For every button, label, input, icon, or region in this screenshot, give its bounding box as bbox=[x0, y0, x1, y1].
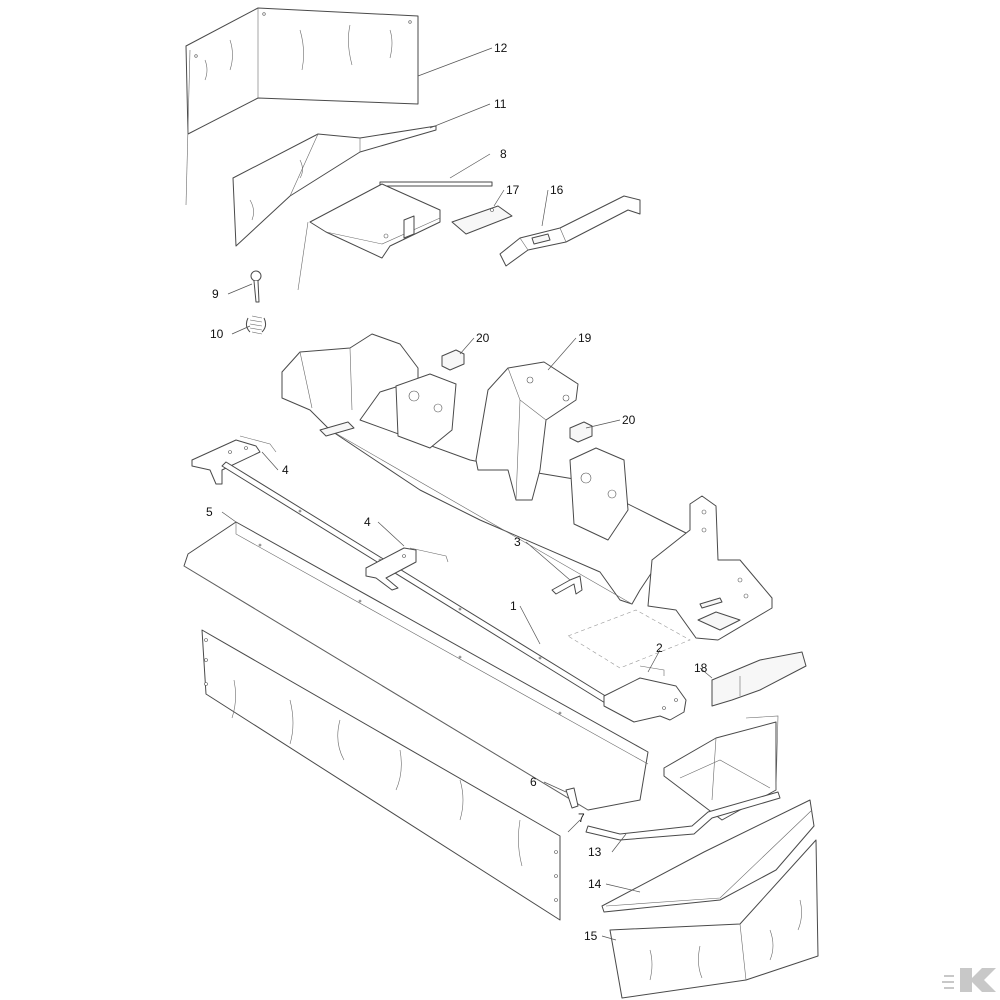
callout-20-upper: 20 bbox=[476, 331, 490, 345]
part-4-bracket-left bbox=[191, 435, 277, 485]
callout-3: 3 bbox=[514, 535, 521, 549]
mount-bracket bbox=[297, 183, 441, 291]
callout-1: 1 bbox=[510, 599, 517, 613]
part-20-block-upper bbox=[441, 349, 465, 371]
callout-16: 16 bbox=[550, 183, 564, 197]
kramp-k-logo-icon bbox=[942, 968, 996, 992]
callout-12: 12 bbox=[494, 41, 508, 55]
callout-7: 7 bbox=[578, 811, 585, 825]
part-10-spring bbox=[245, 315, 267, 335]
part-12-rear-shield bbox=[185, 7, 419, 206]
callout-2: 2 bbox=[656, 641, 663, 655]
callout-15: 15 bbox=[584, 929, 598, 943]
callout-13: 13 bbox=[588, 845, 602, 859]
part-13-support-frame bbox=[585, 715, 781, 841]
part-16-bracket bbox=[499, 195, 641, 267]
part-7-front-flap bbox=[201, 629, 561, 921]
callout-6: 6 bbox=[530, 775, 537, 789]
callout-20-lower: 20 bbox=[622, 413, 636, 427]
part-15-skirt bbox=[609, 839, 819, 999]
callout-4-middle: 4 bbox=[364, 515, 371, 529]
part-3-bracket bbox=[551, 575, 583, 595]
part-11-guard-plate bbox=[232, 125, 437, 247]
part-14-deflector bbox=[601, 799, 815, 913]
part-20-block-lower bbox=[569, 421, 593, 443]
part-17-plate bbox=[451, 205, 513, 235]
part-18-tip bbox=[711, 651, 807, 707]
leader-lines bbox=[221, 47, 713, 941]
part-6-clip bbox=[565, 787, 579, 809]
part-8-rod bbox=[379, 181, 493, 187]
callout-9: 9 bbox=[212, 287, 219, 301]
callout-11: 11 bbox=[494, 97, 507, 111]
callout-4-left: 4 bbox=[282, 463, 289, 477]
callout-14: 14 bbox=[588, 877, 602, 891]
callout-17: 17 bbox=[506, 183, 520, 197]
callout-8: 8 bbox=[500, 147, 507, 161]
callout-19: 19 bbox=[578, 331, 592, 345]
callout-10: 10 bbox=[210, 327, 224, 341]
callout-labels: 12 11 8 17 16 9 10 20 19 20 4 5 4 3 1 2 … bbox=[206, 41, 708, 943]
part-4-bracket-middle bbox=[365, 547, 449, 591]
main-frame bbox=[281, 333, 773, 641]
callout-18: 18 bbox=[694, 661, 708, 675]
part-2-end-bracket bbox=[603, 665, 687, 723]
part-9-pin bbox=[250, 270, 262, 303]
callout-5: 5 bbox=[206, 505, 213, 519]
hidden-outline bbox=[567, 609, 691, 669]
